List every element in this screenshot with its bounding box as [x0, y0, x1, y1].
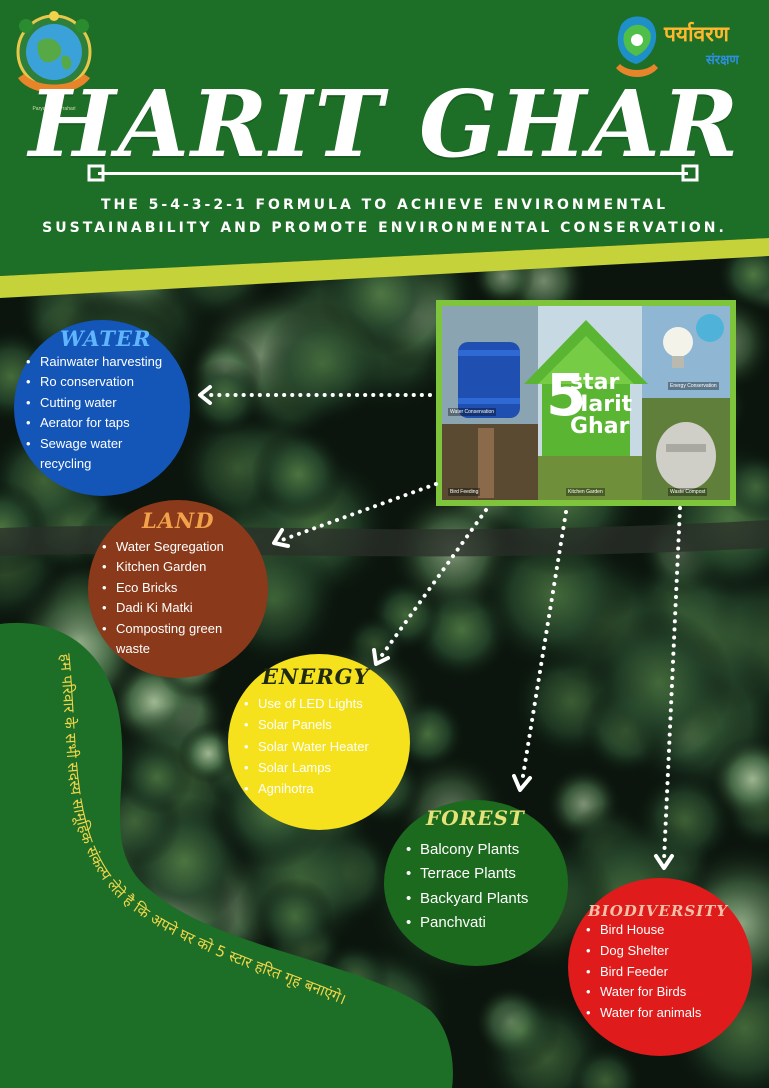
list-item: Sewage water recycling — [26, 434, 128, 475]
arrow-to-biodiversity — [662, 506, 682, 862]
page-title: HARIT GHAR — [28, 70, 741, 178]
leaf-hands-icon — [616, 16, 658, 77]
water-list: Rainwater harvesting Ro conservation Cut… — [26, 352, 191, 474]
house-text: star Harit Ghar — [570, 372, 632, 438]
water-title: WATER — [60, 326, 152, 351]
list-item: Panchvati — [406, 911, 566, 936]
tree-canopy — [251, 427, 346, 522]
globe-hands-icon — [16, 11, 92, 93]
page-subtitle: THE 5-4-3-2-1 FORMULA TO ACHIEVE ENVIRON… — [0, 194, 769, 240]
five-digit: 5 — [546, 361, 587, 429]
land-list: Water Segregation Kitchen Garden Eco Bri… — [102, 537, 260, 659]
forest-title: FOREST — [426, 806, 525, 830]
list-item: Bird House — [586, 920, 748, 941]
biodiversity-circle: BIODIVERSITY Bird House Dog Shelter Bird… — [568, 878, 752, 1056]
land-title: LAND — [142, 508, 215, 533]
tile-label-kitchen: Kitchen Garden — [566, 488, 605, 496]
energy-title: ENERGY — [262, 664, 370, 689]
list-item: Water for animals — [586, 1003, 748, 1024]
land-circle: LAND Water Segregation Kitchen Garden Ec… — [88, 500, 268, 678]
tree-canopy — [186, 359, 263, 436]
subtitle-line-1: THE 5-4-3-2-1 FORMULA TO ACHIEVE ENVIRON… — [100, 197, 669, 213]
logo-right-sub: संरक्षण — [706, 53, 739, 68]
list-item: Bird Feeder — [586, 962, 748, 983]
list-item: Kitchen Garden — [102, 557, 260, 578]
tree-canopy — [569, 1044, 642, 1088]
header: Paryavaran Prahari पर्यावरण संरक्षण HARI… — [0, 0, 769, 300]
energy-list: Use of LED Lights Solar Panels Solar Wat… — [244, 693, 404, 800]
arrow-to-energy — [378, 508, 488, 660]
list-item: Ro conservation — [26, 372, 191, 393]
five-star-harit-ghar-image: 5 star Harit Ghar Water Conservation Ene… — [436, 300, 736, 506]
list-item: Solar Panels — [244, 714, 404, 736]
biodiversity-list: Bird House Dog Shelter Bird Feeder Water… — [586, 920, 748, 1024]
list-item: Terrace Plants — [406, 862, 566, 887]
star-word: star — [570, 370, 620, 395]
list-item: Aerator for taps — [26, 413, 191, 434]
list-item: Water for Birds — [586, 982, 748, 1003]
tree-canopy — [584, 609, 733, 757]
subtitle-line-2: SUSTAINABILITY AND PROMOTE ENVIRONMENTAL… — [42, 220, 727, 236]
list-item: Agnihotra — [244, 778, 404, 800]
list-item: Backyard Plants — [406, 887, 566, 912]
ghar-word: Ghar — [570, 414, 630, 439]
list-item: Cutting water — [26, 393, 191, 414]
feature-collage — [442, 306, 730, 500]
logo-left-caption: Paryavaran Prahari — [32, 106, 76, 112]
paryavaran-prahari-logo: Paryavaran Prahari — [8, 8, 100, 116]
tile-label-bird: Bird Feeding — [448, 488, 481, 496]
list-item: Composting green waste — [102, 619, 252, 660]
list-item: Water Segregation — [102, 537, 260, 558]
list-item: Dog Shelter — [586, 941, 748, 962]
tile-label-waste: Waste Compost — [668, 488, 708, 496]
tree-canopy — [120, 740, 194, 815]
tree-canopy — [480, 989, 561, 1071]
forest-circle: FOREST Balcony Plants Terrace Plants Bac… — [384, 800, 568, 966]
header-background — [0, 0, 769, 298]
tree-canopy — [255, 877, 335, 957]
list-item: Solar Lamps — [244, 757, 404, 779]
list-item: Rainwater harvesting — [26, 352, 191, 373]
list-item: Solar Water Heater — [244, 736, 404, 758]
list-item: Balcony Plants — [406, 838, 566, 863]
arrow-to-land — [280, 482, 438, 542]
logo-right-main: पर्यावरण — [664, 22, 729, 46]
list-item: Use of LED Lights — [244, 693, 404, 715]
forest-list: Balcony Plants Terrace Plants Backyard P… — [406, 838, 566, 935]
harit-word: Harit — [570, 392, 633, 417]
arrow-to-forest — [520, 510, 568, 784]
tile-label-water: Water Conservation — [448, 408, 496, 416]
energy-circle: ENERGY Use of LED Lights Solar Panels So… — [228, 654, 410, 830]
list-item: Dadi Ki Matki — [102, 598, 260, 619]
water-circle: WATER Rainwater harvesting Ro conservati… — [14, 320, 190, 496]
list-item: Eco Bricks — [102, 578, 260, 599]
paryavaran-sanrakshan-logo: पर्यावरण संरक्षण — [610, 10, 769, 82]
tile-label-energy: Energy Conservation — [668, 382, 719, 390]
biodiversity-title: BIODIVERSITY — [588, 902, 729, 920]
